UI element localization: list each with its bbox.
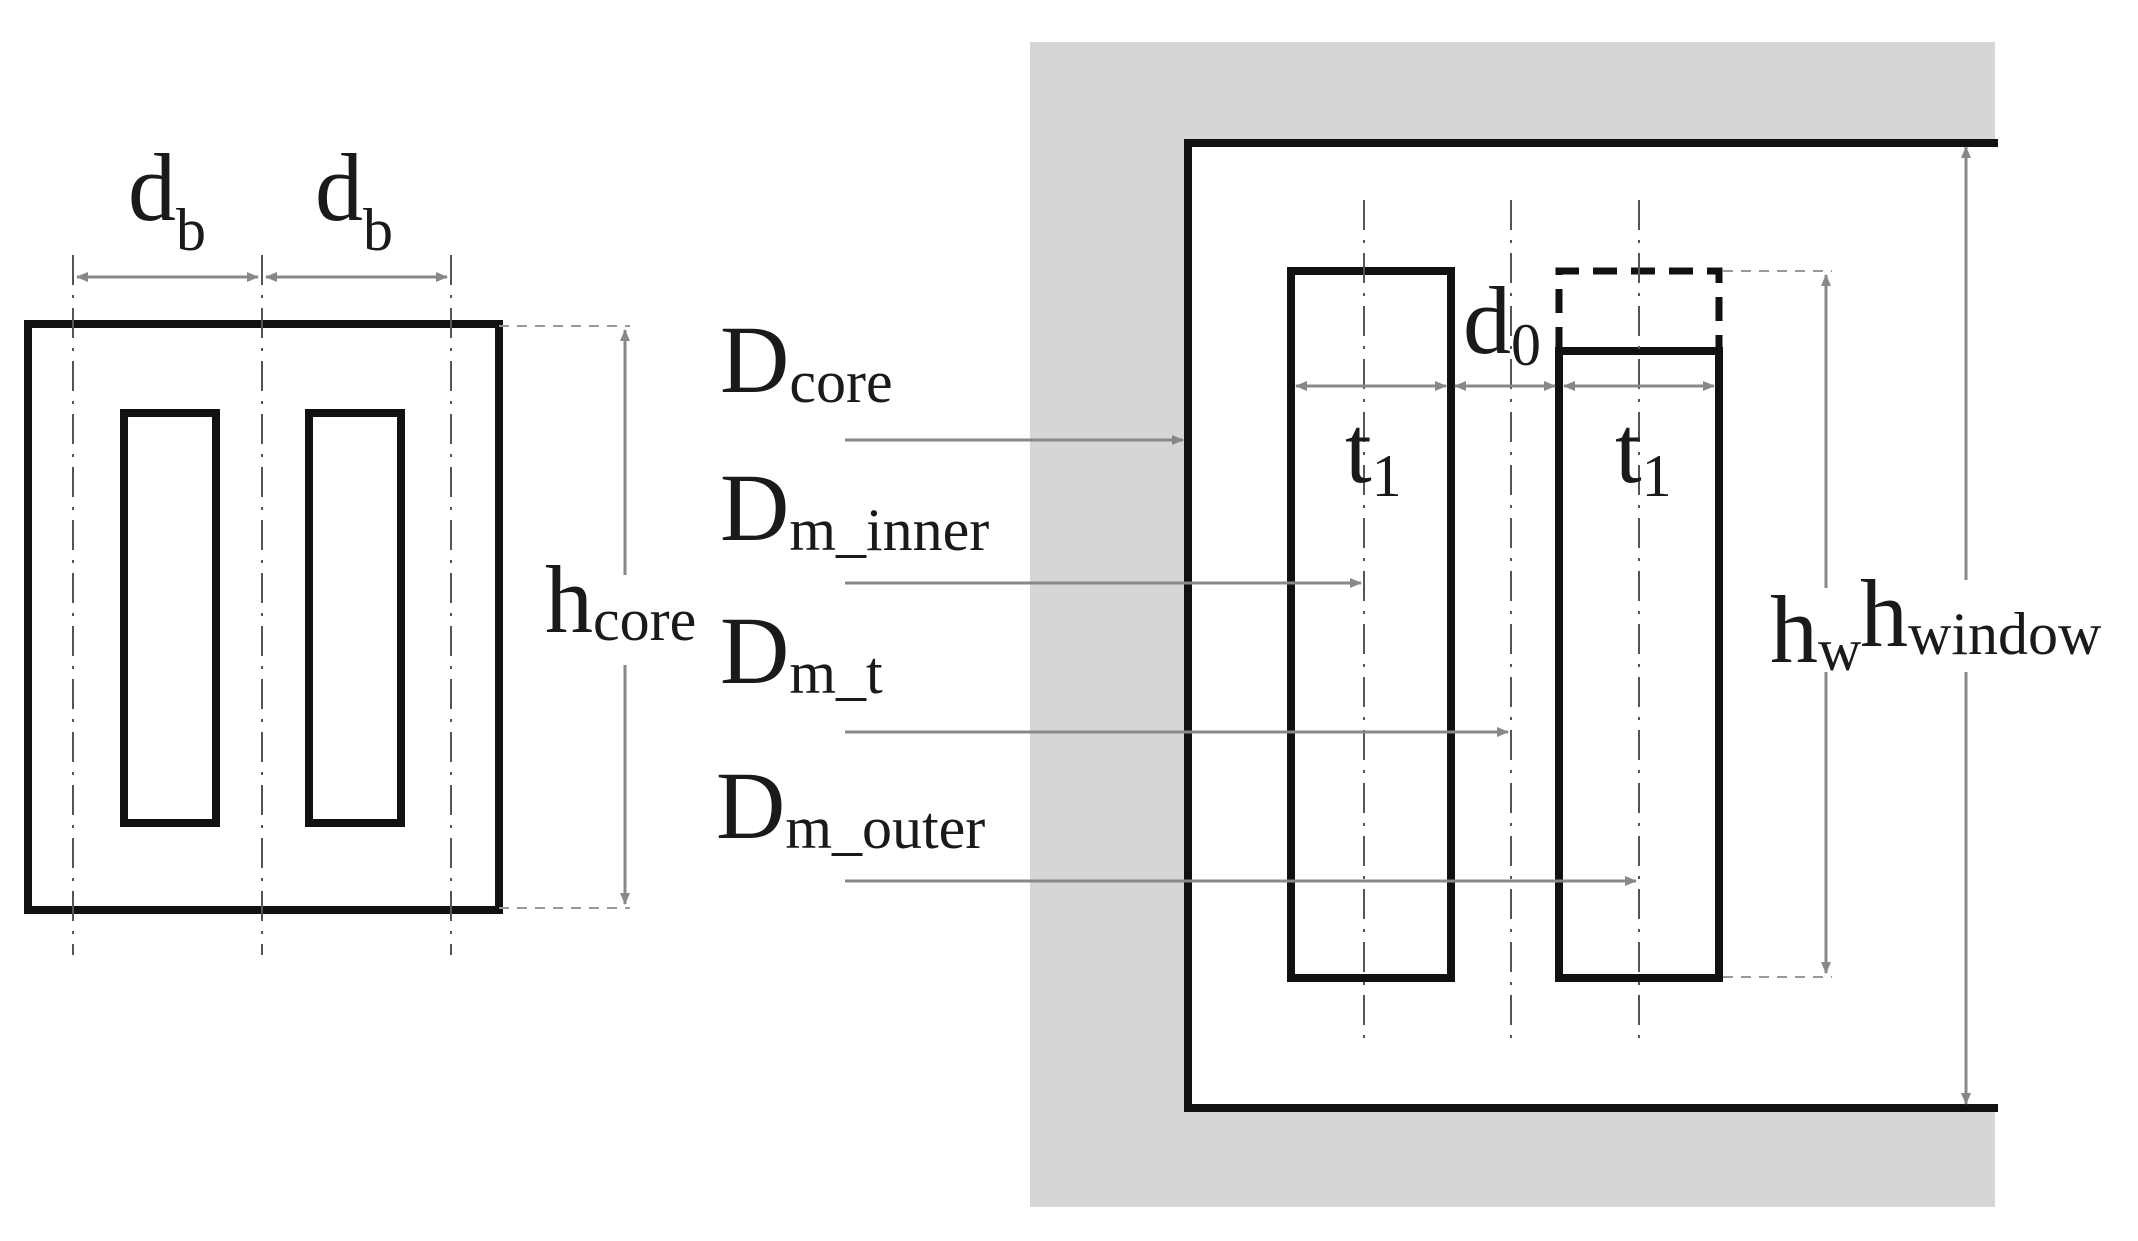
hwindow-label: hwindow [1860,560,2102,667]
D-m-inner-label: Dm_inner [720,454,989,563]
inner-slot-right [305,409,405,827]
t1-label-right: t1 [1615,396,1672,509]
right-core-window-view: t1 d0 t1 hw hwindow [1030,42,2102,1207]
inner-winding [1287,267,1455,982]
diameter-leaders: Dcore Dm_inner Dm_t Dm_outer [716,306,1637,886]
core-window-outline [1184,139,1998,1112]
h-core-label: hcore [545,546,696,653]
outer-frame [24,320,503,914]
hw-label: hw [1770,576,1862,683]
D-m-t-label: Dm_t [720,597,883,706]
inner-slot-left [120,409,220,827]
db-label-left: db [128,134,206,263]
d0-label: d0 [1463,267,1541,378]
left-winding-view: db db hcore [24,134,696,955]
core-window [1188,143,1995,1108]
D-m-outer-label: Dm_outer [716,752,985,861]
D-core-label: Dcore [720,306,893,415]
outer-winding [1555,347,1723,982]
t1-label-left: t1 [1345,396,1402,509]
db-label-right: db [315,134,393,263]
